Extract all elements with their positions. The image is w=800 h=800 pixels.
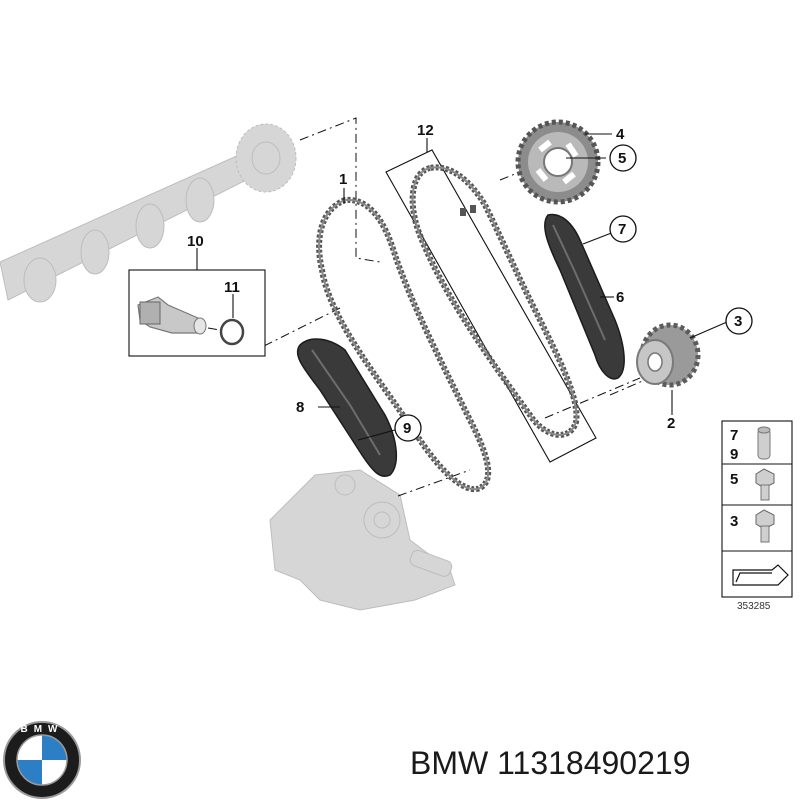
sprocket-4 (515, 119, 601, 205)
callout-9: 9 (403, 420, 411, 437)
dowel-pin-icon (757, 426, 771, 460)
leader-lines (196, 133, 728, 441)
legend-row2: 5 (730, 471, 738, 488)
legend-row3: 3 (730, 513, 738, 530)
timing-chain-12 (409, 164, 580, 438)
legend-row1-bottom: 9 (730, 446, 738, 463)
hex-bolt-icon (755, 509, 775, 543)
part-number-caption: BMW 11318490219 (410, 745, 690, 781)
camshaft-ghost (0, 123, 297, 303)
legend-row1-top: 7 (730, 427, 738, 444)
tensioner-rail-8 (296, 338, 398, 477)
fastener-legend: 7 9 5 3 (721, 420, 793, 598)
callout-12: 12 (417, 122, 434, 139)
callout-1: 1 (339, 171, 347, 188)
pump-ghost (269, 469, 456, 611)
callout-6: 6 (616, 289, 624, 306)
detail-box-10 (128, 269, 266, 357)
callout-8: 8 (296, 399, 304, 416)
callout-3: 3 (734, 313, 742, 330)
flange-bolt-icon (755, 468, 775, 501)
callout-4: 4 (616, 126, 625, 143)
callout-10: 10 (187, 233, 204, 250)
logo-letters: BMW (21, 724, 64, 735)
callout-5: 5 (618, 150, 626, 167)
guide-rail-6 (544, 213, 625, 380)
timing-chain-1 (316, 196, 492, 493)
crank-sprocket-3 (636, 322, 701, 388)
callout-2: 2 (667, 415, 675, 432)
callout-7: 7 (618, 221, 626, 238)
direction-arrow-icon (732, 564, 789, 586)
callout-11: 11 (224, 279, 240, 296)
diagram-number: 353285 (737, 601, 771, 612)
bmw-roundel-icon: BMW (3, 721, 81, 799)
